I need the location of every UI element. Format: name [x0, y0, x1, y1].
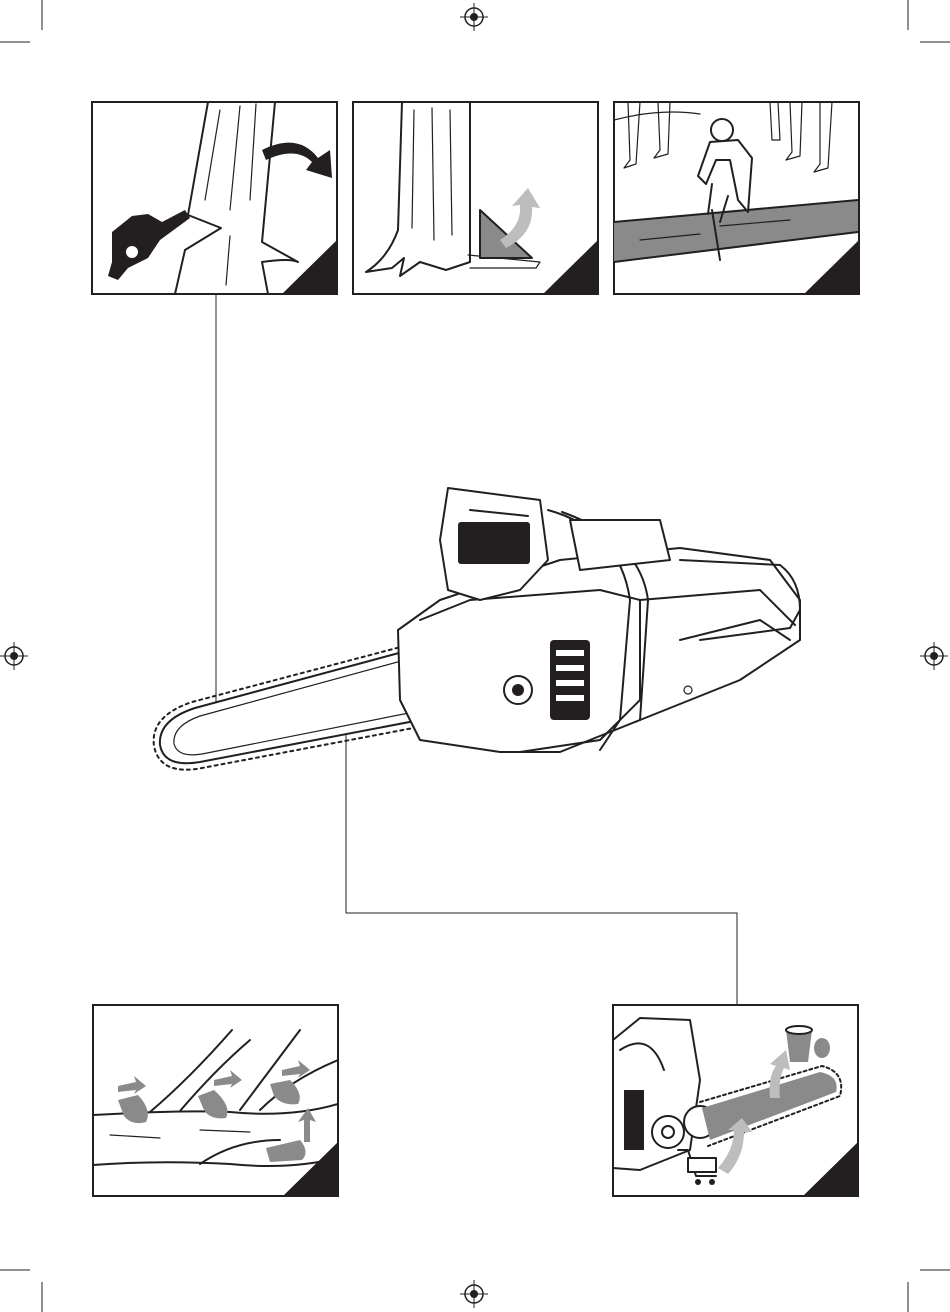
registration-mark-bottom	[460, 1280, 488, 1308]
registration-mark-left	[0, 642, 28, 670]
panel-felling	[92, 102, 337, 294]
panel-limbing	[93, 1005, 338, 1196]
guide-bar	[154, 644, 424, 770]
panel-bucking	[614, 102, 859, 294]
chainsaw-main-icon	[154, 488, 800, 770]
registration-mark-top	[460, 3, 488, 31]
panel-maintenance	[613, 1005, 858, 1196]
panel-notch	[353, 102, 598, 294]
registration-mark-right	[920, 642, 948, 670]
